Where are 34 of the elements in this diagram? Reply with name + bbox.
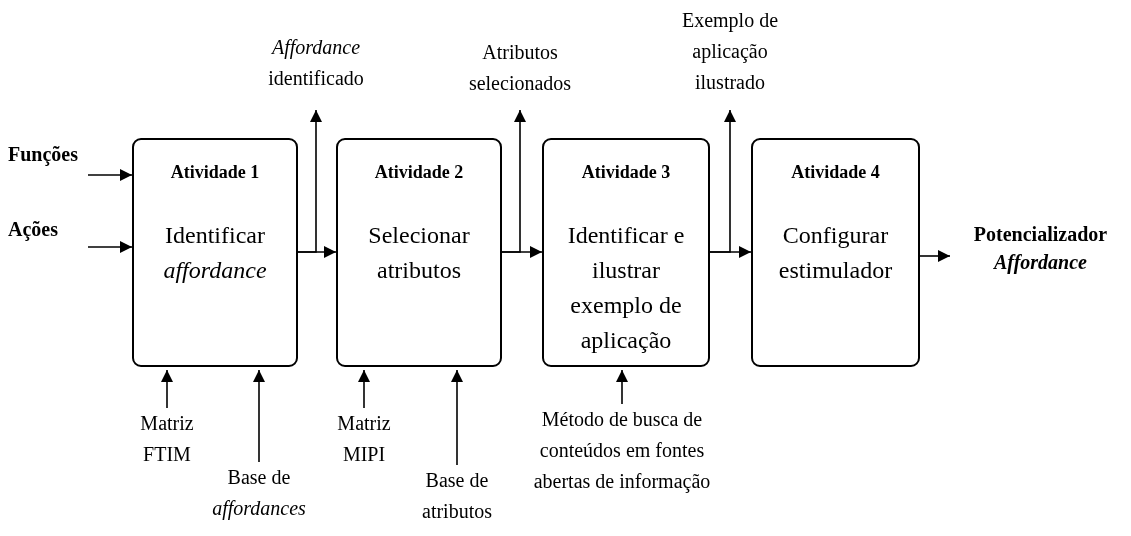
arrow (87, 169, 133, 181)
activity-title: Atividade 3 (580, 161, 672, 183)
arrow (161, 369, 173, 409)
activity-box (542, 138, 710, 367)
arrow (253, 369, 265, 463)
activity-title: Atividade 1 (169, 161, 261, 183)
input-output-label: Matriz FTIM (139, 411, 195, 467)
activity-title: Atividade 4 (790, 161, 881, 183)
input-output-label: Atributos selecionados (467, 40, 573, 96)
input-output-label: Base de affordances (211, 465, 307, 522)
activity-description: Identificar e ilustrar exemplo de aplicação (566, 221, 686, 355)
activity-title: Atividade 2 (373, 161, 465, 183)
activity-box (132, 138, 298, 367)
arrow (451, 369, 463, 466)
arrow (616, 369, 628, 405)
arrow (87, 241, 133, 253)
activity-description: Identificar affordance (162, 221, 268, 285)
arrow (709, 109, 736, 253)
input-output-label: Método de busca de conteúdos em fontes abertas de informação (532, 407, 712, 495)
arrow (501, 109, 526, 253)
input-output-label: Base de atributos (421, 468, 493, 524)
flow-label: Funções (8, 142, 79, 168)
activity-description: Selecionar atributos (367, 221, 471, 285)
input-output-label: Affordance identificado (267, 35, 365, 91)
input-output-label: Exemplo de aplicação ilustrado (680, 8, 780, 95)
flow-label: Potencializador Affordance (972, 222, 1109, 276)
activity-box (336, 138, 502, 367)
arrow (919, 250, 951, 262)
activity-box (751, 138, 920, 367)
input-output-label: Matriz MIPI (336, 411, 392, 467)
activity-description: Configurar estimulador (777, 221, 894, 285)
flow-label: Ações (8, 217, 59, 243)
arrow (297, 109, 322, 253)
arrow (358, 369, 370, 409)
